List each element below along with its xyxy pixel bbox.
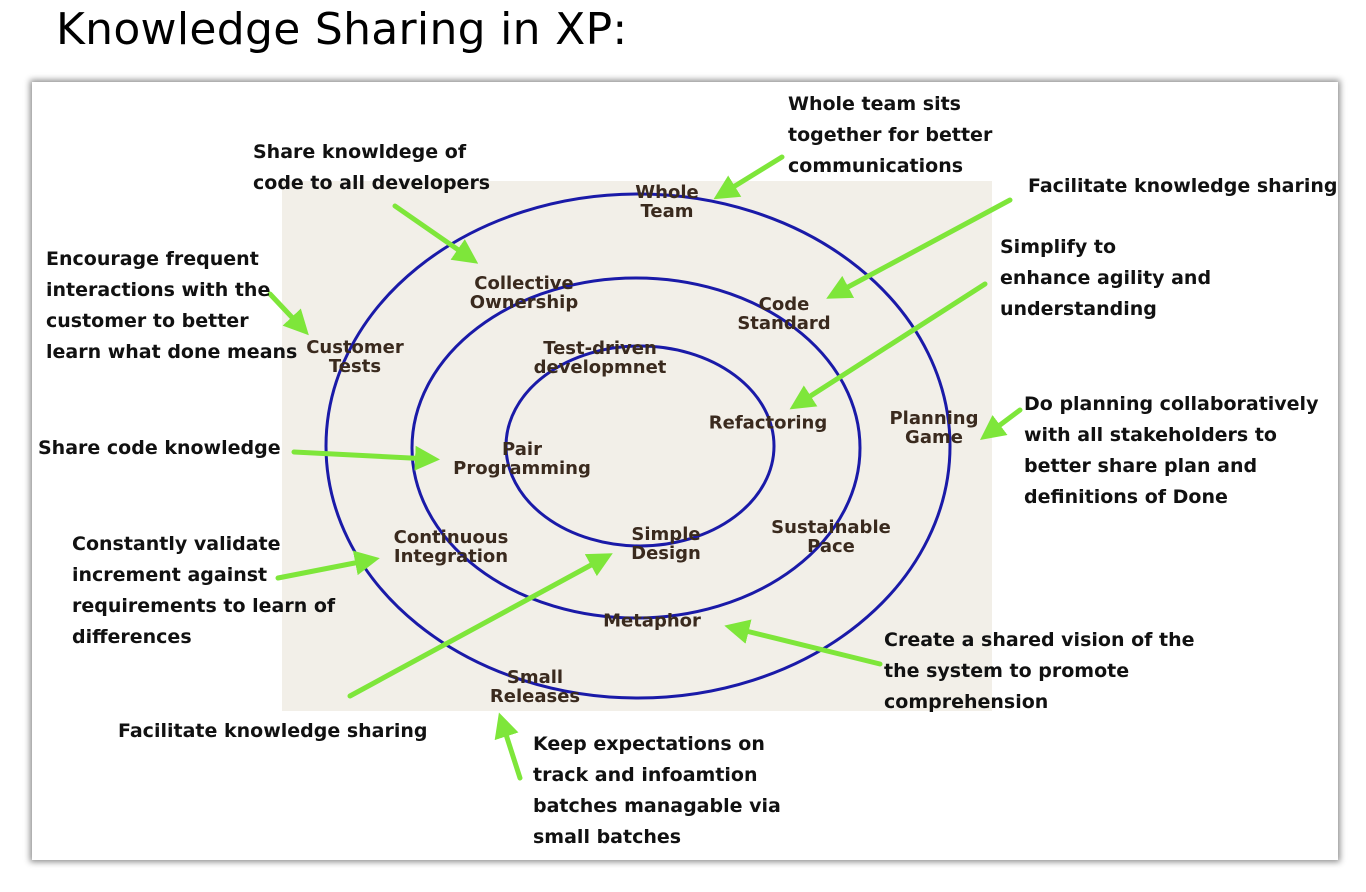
practice-simple-design: Simple Design [631,524,701,564]
arrow-code-standard [826,197,1013,299]
arrow-refactoring [789,281,988,410]
practice-small-releases: Small Releases [489,667,581,707]
practice-metaphor: Metaphor [603,610,701,632]
practice-customer-tests: Customer Tests [306,337,404,377]
arrow-metaphor [724,619,883,667]
practice-test-driven-development: Test-driven developmnet [533,338,667,378]
arrow-collective-ownership [392,203,479,264]
middle-ring [410,276,862,620]
outer-ring [324,192,952,700]
arrow-simple-design [347,553,613,699]
practice-collective-ownership: Collective Ownership [469,273,579,313]
note-code-standard: Facilitate knowledge sharing [1028,175,1338,197]
note-refactoring: Simplify to enhance agility and understa… [1000,236,1212,320]
practice-sustainable-pace: Sustainable Pace [771,517,891,557]
arrow-whole-team [713,154,785,200]
note-metaphor: Create a shared vision of the the system… [884,629,1195,713]
note-simple-design: Facilitate knowledge sharing [118,720,428,742]
note-pair-programming: Share code knowledge [38,437,281,459]
practice-whole-team: Whole Team [635,182,699,222]
arrow-planning-game [980,407,1023,440]
note-planning-game: Do planning collaboratively with all sta… [1024,393,1319,508]
arrow-pair-programming [291,445,440,471]
inner-ring [504,344,776,548]
practice-continuous-integration: Continuous Integration [393,527,509,567]
diagram-background [282,181,992,711]
practice-code-standard: Code Standard [737,294,831,334]
practice-planning-game: Planning Game [889,408,979,448]
page-title: Knowledge Sharing in XP: [56,4,628,55]
note-collective-ownership: Share knowldege of code to all developer… [253,141,491,194]
note-small-releases: Keep expectations on track and infoamtio… [533,733,781,848]
arrow-customer-tests [267,291,309,336]
arrow-small-releases [494,712,523,781]
practice-pair-programming: Pair Programming [453,439,591,479]
note-customer-tests: Encourage frequent interactions with the… [46,248,298,363]
note-whole-team: Whole team sits together for better comm… [788,93,993,177]
practice-refactoring: Refactoring [708,412,828,434]
note-continuous-integration: Constantly validate increment against re… [72,533,336,648]
arrow-continuous-integration [275,550,380,581]
